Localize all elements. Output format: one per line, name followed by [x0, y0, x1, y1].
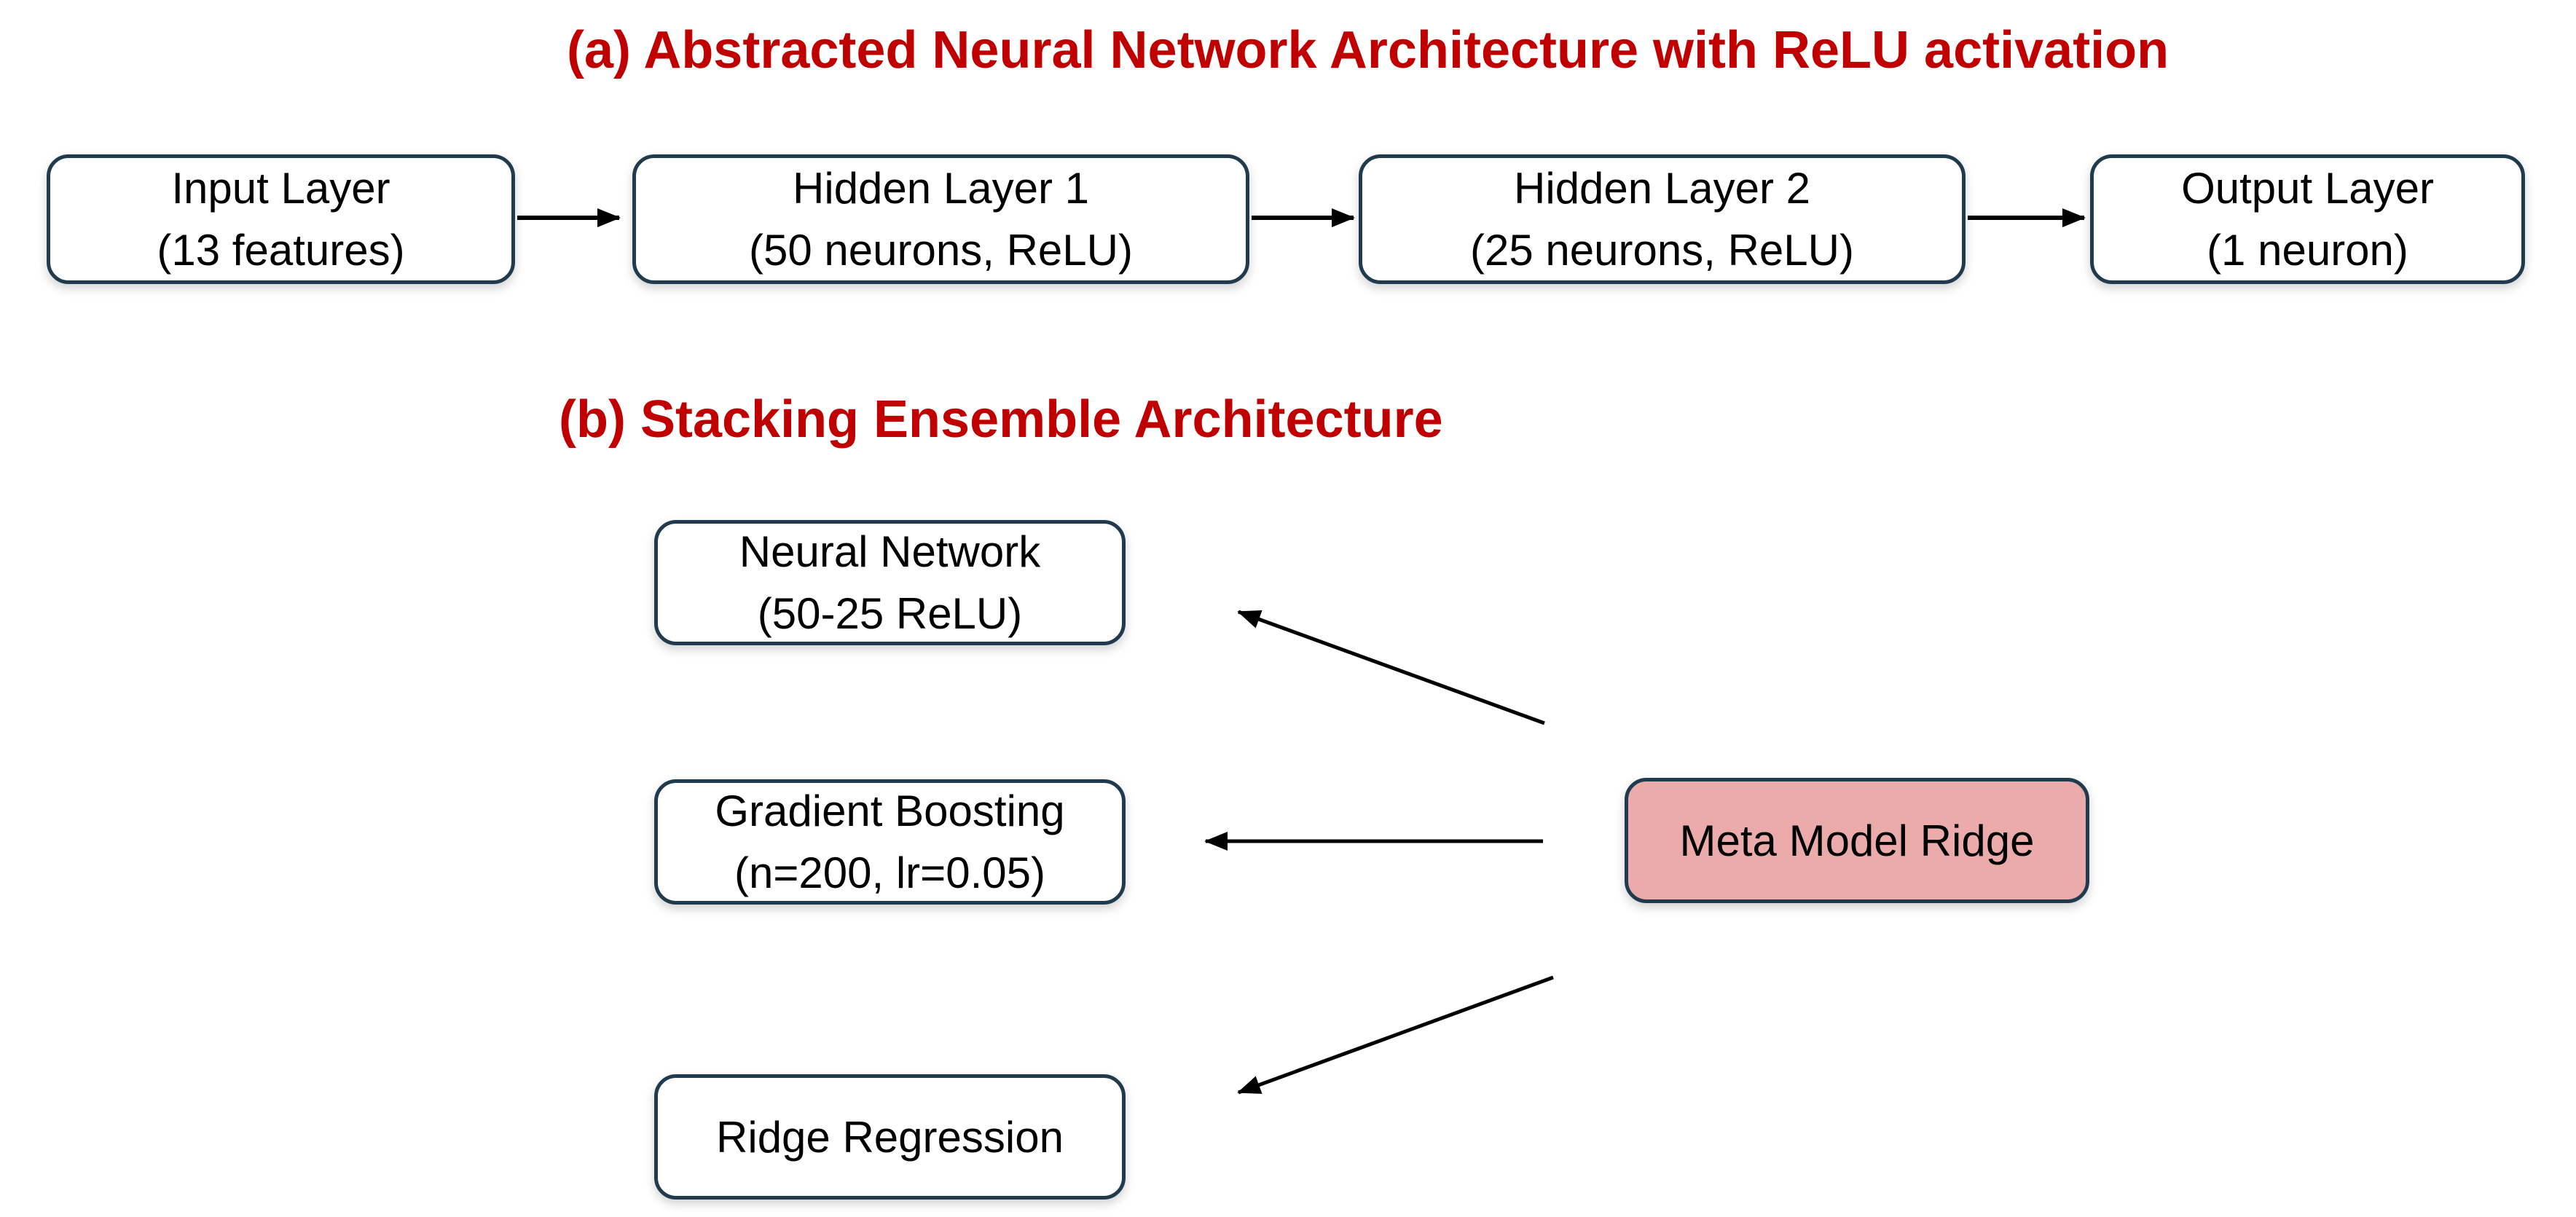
arrow-meta-to-neural-network — [1237, 610, 1545, 725]
box-hidden-layer-1-line2: (50 neurons, ReLU) — [749, 226, 1133, 275]
box-neural-network: Neural Network (50-25 ReLU) — [654, 520, 1126, 645]
box-neural-network-line2: (50-25 ReLU) — [757, 589, 1023, 638]
box-input-layer: Input Layer (13 features) — [47, 154, 515, 284]
box-meta-model-ridge-label: Meta Model Ridge — [1679, 816, 2035, 865]
box-output-layer-line2: (1 neuron) — [2207, 226, 2408, 275]
box-hidden-layer-1: Hidden Layer 1 (50 neurons, ReLU) — [632, 154, 1249, 284]
box-ridge-regression-line1: Ridge Regression — [716, 1112, 1064, 1162]
box-hidden-layer-1-line1: Hidden Layer 1 — [793, 164, 1089, 213]
section-b-title: (b) Stacking Ensemble Architecture — [559, 390, 1443, 449]
box-output-layer: Output Layer (1 neuron) — [2090, 154, 2525, 284]
section-a-title: (a) Abstracted Neural Network Architectu… — [567, 21, 2169, 79]
box-gradient-boosting: Gradient Boosting (n=200, lr=0.05) — [654, 779, 1126, 905]
box-hidden-layer-2-line2: (25 neurons, ReLU) — [1470, 226, 1854, 275]
box-hidden-layer-2: Hidden Layer 2 (25 neurons, ReLU) — [1359, 154, 1966, 284]
box-ridge-regression: Ridge Regression — [654, 1074, 1126, 1200]
box-gradient-boosting-line2: (n=200, lr=0.05) — [734, 848, 1045, 897]
box-input-layer-line2: (13 features) — [157, 226, 405, 275]
box-meta-model-ridge: Meta Model Ridge — [1625, 778, 2089, 903]
box-neural-network-line1: Neural Network — [739, 527, 1041, 576]
box-hidden-layer-2-line1: Hidden Layer 2 — [1514, 164, 1810, 213]
box-gradient-boosting-line1: Gradient Boosting — [715, 787, 1065, 835]
arrow-meta-to-ridge-regression — [1237, 975, 1554, 1095]
box-output-layer-line1: Output Layer — [2181, 164, 2434, 213]
box-input-layer-line1: Input Layer — [171, 164, 390, 213]
